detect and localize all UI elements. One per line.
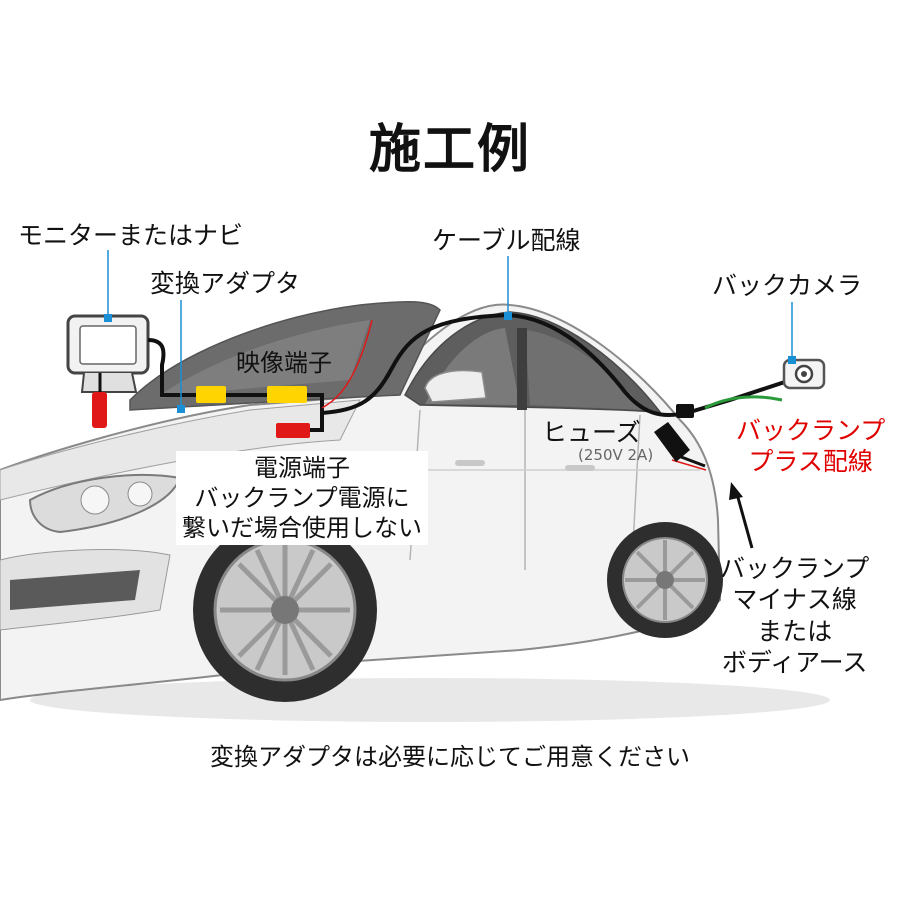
monitor-icon: [66, 314, 150, 393]
power-terminal-line-3: 繋いだ場合使用しない: [182, 514, 422, 542]
power-terminal-label: 電源端子 バックランプ電源に 繋いだ場合使用しない: [176, 451, 428, 545]
backlamp-minus-line-3: または: [757, 616, 833, 646]
power-connector: [276, 423, 310, 438]
adapter-connector: [196, 386, 226, 403]
adapter-note: 変換アダプタは必要に応じてご用意ください: [210, 743, 690, 771]
video-connector: [267, 386, 307, 403]
cable-label: ケーブル配線: [432, 226, 581, 255]
video-terminal-label: 映像端子: [236, 349, 332, 377]
backlamp-minus-label: バックランプ マイナス線 または ボディアース: [720, 553, 869, 678]
adapter-label: 変換アダプタ: [150, 269, 301, 298]
minus-arrow: [729, 482, 754, 549]
power-terminal-line-1: 電源端子: [254, 454, 350, 482]
monitor-label: モニターまたはナビ: [18, 221, 244, 250]
fuse-icon: [654, 404, 706, 468]
backlamp-plus-line-2: プラス配線: [748, 447, 873, 477]
backlamp-minus-line-4: ボディアース: [721, 647, 868, 677]
backlamp-minus-line-1: バックランプ: [720, 554, 870, 583]
fuse-label: ヒューズ: [542, 418, 641, 447]
power-terminal-line-2: バックランプ電源に: [194, 484, 410, 512]
backlamp-plus-line-1: バックランプ: [736, 416, 886, 445]
diagram-title: 施工例: [368, 120, 531, 180]
car-illustration: [0, 300, 830, 722]
backlamp-minus-line-2: マイナス線: [732, 585, 857, 615]
monitor-power-plug: [92, 392, 107, 428]
fuse-rating-label: (250V 2A): [578, 446, 654, 464]
camera-label: バックカメラ: [712, 271, 863, 300]
backlamp-plus-label: バックランプ プラス配線: [736, 415, 885, 478]
camera-icon: [782, 358, 826, 390]
